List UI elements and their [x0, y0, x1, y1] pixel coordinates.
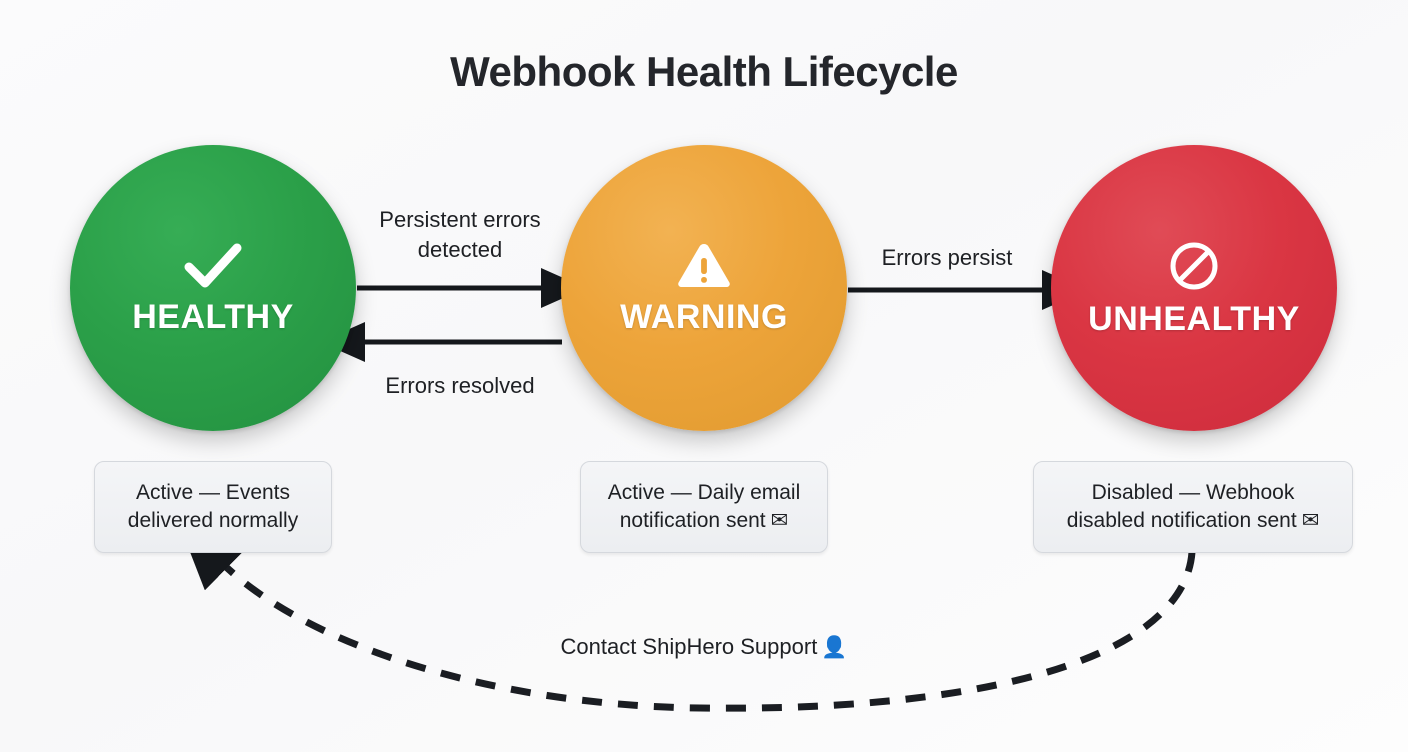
edge-label-line-1: Errors resolved: [385, 373, 535, 398]
mail-icon: ✉: [770, 509, 789, 532]
status-line-2: delivered normally: [127, 509, 299, 532]
state-node-warning[interactable]: WARNING: [561, 145, 847, 431]
edge-label-unhealthy-to-healthy: Contact ShipHero Support👤: [504, 634, 904, 660]
state-label-warning: WARNING: [620, 297, 788, 336]
status-line-1: Disabled — Webhook: [1091, 481, 1295, 505]
edge-label-warning-to-healthy: Errors resolved: [355, 371, 565, 401]
mail-icon: ✉: [1301, 509, 1320, 532]
state-label-unhealthy: UNHEALTHY: [1088, 299, 1300, 338]
edge-label-warning-to-unhealthy: Errors persist: [862, 243, 1032, 273]
person-icon: 👤: [821, 636, 848, 659]
state-label-healthy: HEALTHY: [132, 297, 294, 336]
status-line-2: disabled notification sent: [1066, 509, 1297, 532]
edge-label-line-1: Persistent errors: [379, 207, 541, 232]
status-box-unhealthy: Disabled — Webhook disabled notification…: [1033, 461, 1353, 553]
edge-label-line-1: Errors persist: [881, 245, 1013, 270]
status-box-healthy: Active — Events delivered normally: [94, 461, 332, 553]
page-title: Webhook Health Lifecycle: [450, 48, 958, 95]
status-line-1: Active — Daily email: [607, 481, 801, 505]
ban-icon: [1166, 238, 1222, 294]
edge-label-line-2: detected: [417, 236, 503, 262]
warning-triangle-icon: [675, 240, 733, 292]
status-line-1: Active — Events: [135, 481, 291, 505]
edge-label-healthy-to-warning: Persistent errors detected: [355, 205, 565, 264]
state-node-unhealthy[interactable]: UNHEALTHY: [1051, 145, 1337, 431]
edge-unhealthy-to-healthy: [177, 518, 1196, 712]
status-line-2: notification sent: [619, 509, 766, 532]
state-node-healthy[interactable]: HEALTHY: [70, 145, 356, 431]
check-icon: [183, 240, 243, 292]
status-box-warning: Active — Daily email notification sent✉: [580, 461, 828, 553]
edge-label-text: Contact ShipHero Support: [560, 634, 818, 659]
